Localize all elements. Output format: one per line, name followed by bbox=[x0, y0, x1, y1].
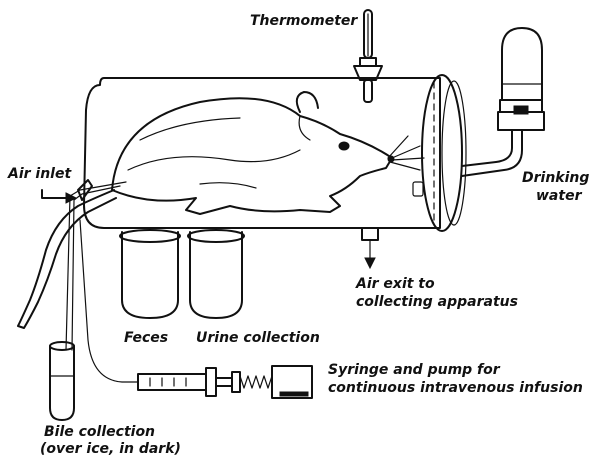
air-inlet-label: Air inlet bbox=[8, 166, 71, 183]
thermometer-label: Thermometer bbox=[250, 13, 357, 30]
drinking-water-label-line2: water bbox=[536, 188, 581, 205]
rat-ear bbox=[297, 92, 318, 112]
urine-collection-label: Urine collection bbox=[196, 330, 320, 347]
rat-body bbox=[112, 98, 392, 214]
water-bottle bbox=[462, 28, 544, 176]
air-exit-label-line1: Air exit to bbox=[356, 276, 435, 293]
bile-collection-label-line1: Bile collection bbox=[44, 424, 155, 441]
urine-tube-rim bbox=[188, 230, 244, 242]
syringe-pump-label-line2: continuous intravenous infusion bbox=[328, 380, 583, 397]
infusion-line bbox=[80, 220, 138, 382]
thermometer bbox=[354, 10, 382, 102]
cage-window bbox=[413, 182, 423, 196]
drinking-water-label-line1: Drinking bbox=[522, 170, 589, 187]
bile-collection-label-line2: (over ice, in dark) bbox=[40, 441, 181, 458]
bile-collection-tube bbox=[50, 342, 74, 420]
syringe-pump bbox=[138, 366, 312, 398]
syringe-pump-label-line1: Syringe and pump for bbox=[328, 362, 500, 379]
air-exit-tube bbox=[362, 228, 378, 268]
air-exit-label-line2: collecting apparatus bbox=[356, 294, 518, 311]
rat-eye bbox=[339, 142, 349, 150]
feces-label: Feces bbox=[124, 330, 168, 347]
rat-whiskers bbox=[388, 136, 424, 170]
feces-tube bbox=[122, 232, 178, 318]
urine-tube bbox=[190, 232, 242, 318]
rat bbox=[112, 92, 424, 214]
feces-tube-rim bbox=[120, 230, 180, 242]
